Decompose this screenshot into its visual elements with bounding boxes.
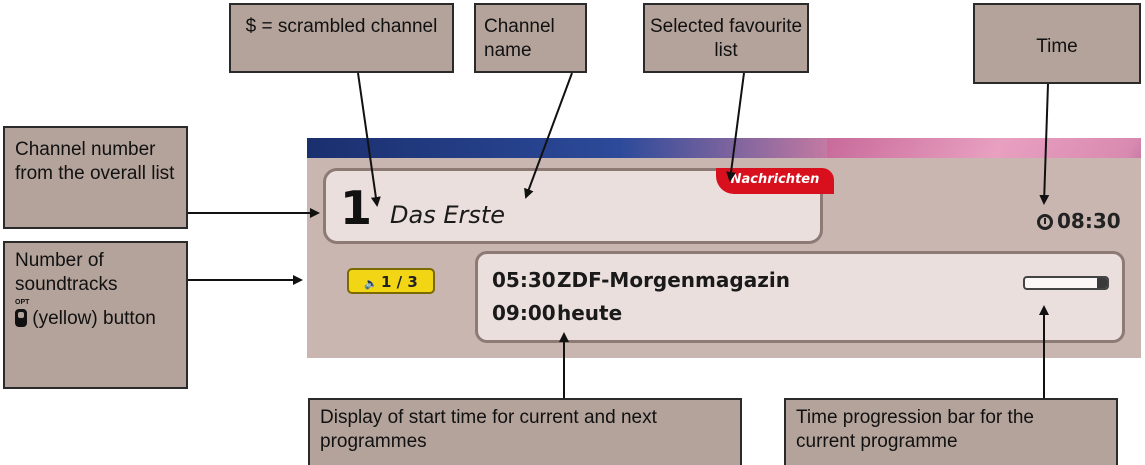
channel-info-box: Nachrichten 1 Das Erste <box>323 168 834 244</box>
progress-bar <box>1023 276 1109 290</box>
arrow-time <box>1039 83 1050 205</box>
callout-soundtracks-text: Number of soundtracks <box>15 250 118 295</box>
callout-favourite-list-text: Selected favourite list <box>649 16 803 61</box>
callout-scrambled-text: $ = scrambled channel <box>245 16 438 37</box>
clock-time: 08:30 <box>1057 209 1121 233</box>
progress-bar-fill <box>1097 278 1107 288</box>
arrow-scrambled <box>357 72 381 207</box>
callout-channel-name: Channel name <box>474 3 587 73</box>
callout-scrambled: $ = scrambled channel <box>229 3 454 73</box>
callout-start-time: Display of start time for current and ne… <box>308 398 742 465</box>
callout-channel-name-text: Channel name <box>484 16 555 61</box>
programme-title: ZDF-Morgenmagazin <box>556 268 790 292</box>
callout-soundtracks: Number of soundtracks OPT (yellow) butto… <box>3 241 188 389</box>
programme-start-time: 09:00 <box>492 301 556 325</box>
tv-screenshot: Nachrichten 1 Das Erste 08:30 🔈1 / 3 05:… <box>307 138 1141 358</box>
programme-box: 05:30 ZDF-Morgenmagazin 09:00 heute <box>475 251 1125 343</box>
programme-row-next: 09:00 heute <box>492 301 622 325</box>
callout-channel-number: Channel number from the overall list <box>3 126 188 229</box>
callout-start-time-text: Display of start time for current and ne… <box>320 407 657 452</box>
soundtrack-count: 1 / 3 <box>380 273 418 291</box>
programme-start-time: 05:30 <box>492 268 556 292</box>
callout-time: Time <box>973 3 1141 84</box>
callout-time-text: Time <box>1036 36 1078 57</box>
arrow-favourite-list <box>726 72 745 182</box>
callout-progress-bar-text: Time progression bar for the current pro… <box>796 407 1034 452</box>
callout-progress-bar: Time progression bar for the current pro… <box>784 398 1118 465</box>
programme-row-current: 05:30 ZDF-Morgenmagazin <box>492 268 790 292</box>
speaker-icon: 🔈 <box>364 277 378 290</box>
soundtrack-badge[interactable]: 🔈1 / 3 <box>347 268 435 294</box>
callout-channel-number-text: Channel number from the overall list <box>15 139 175 184</box>
clock-icon <box>1037 214 1053 230</box>
arrow-channel-name <box>524 72 573 199</box>
callout-soundtracks-text-2: (yellow) button <box>32 308 156 329</box>
opt-button-row: OPT (yellow) button <box>15 299 186 331</box>
callout-favourite-list: Selected favourite list <box>643 3 809 73</box>
opt-button-icon <box>15 309 27 327</box>
channel-number: 1 <box>340 181 373 235</box>
clock-display: 08:30 <box>1037 209 1121 233</box>
programme-title: heute <box>556 301 623 325</box>
opt-label: OPT <box>15 299 30 306</box>
channel-name: Das Erste <box>390 201 506 229</box>
